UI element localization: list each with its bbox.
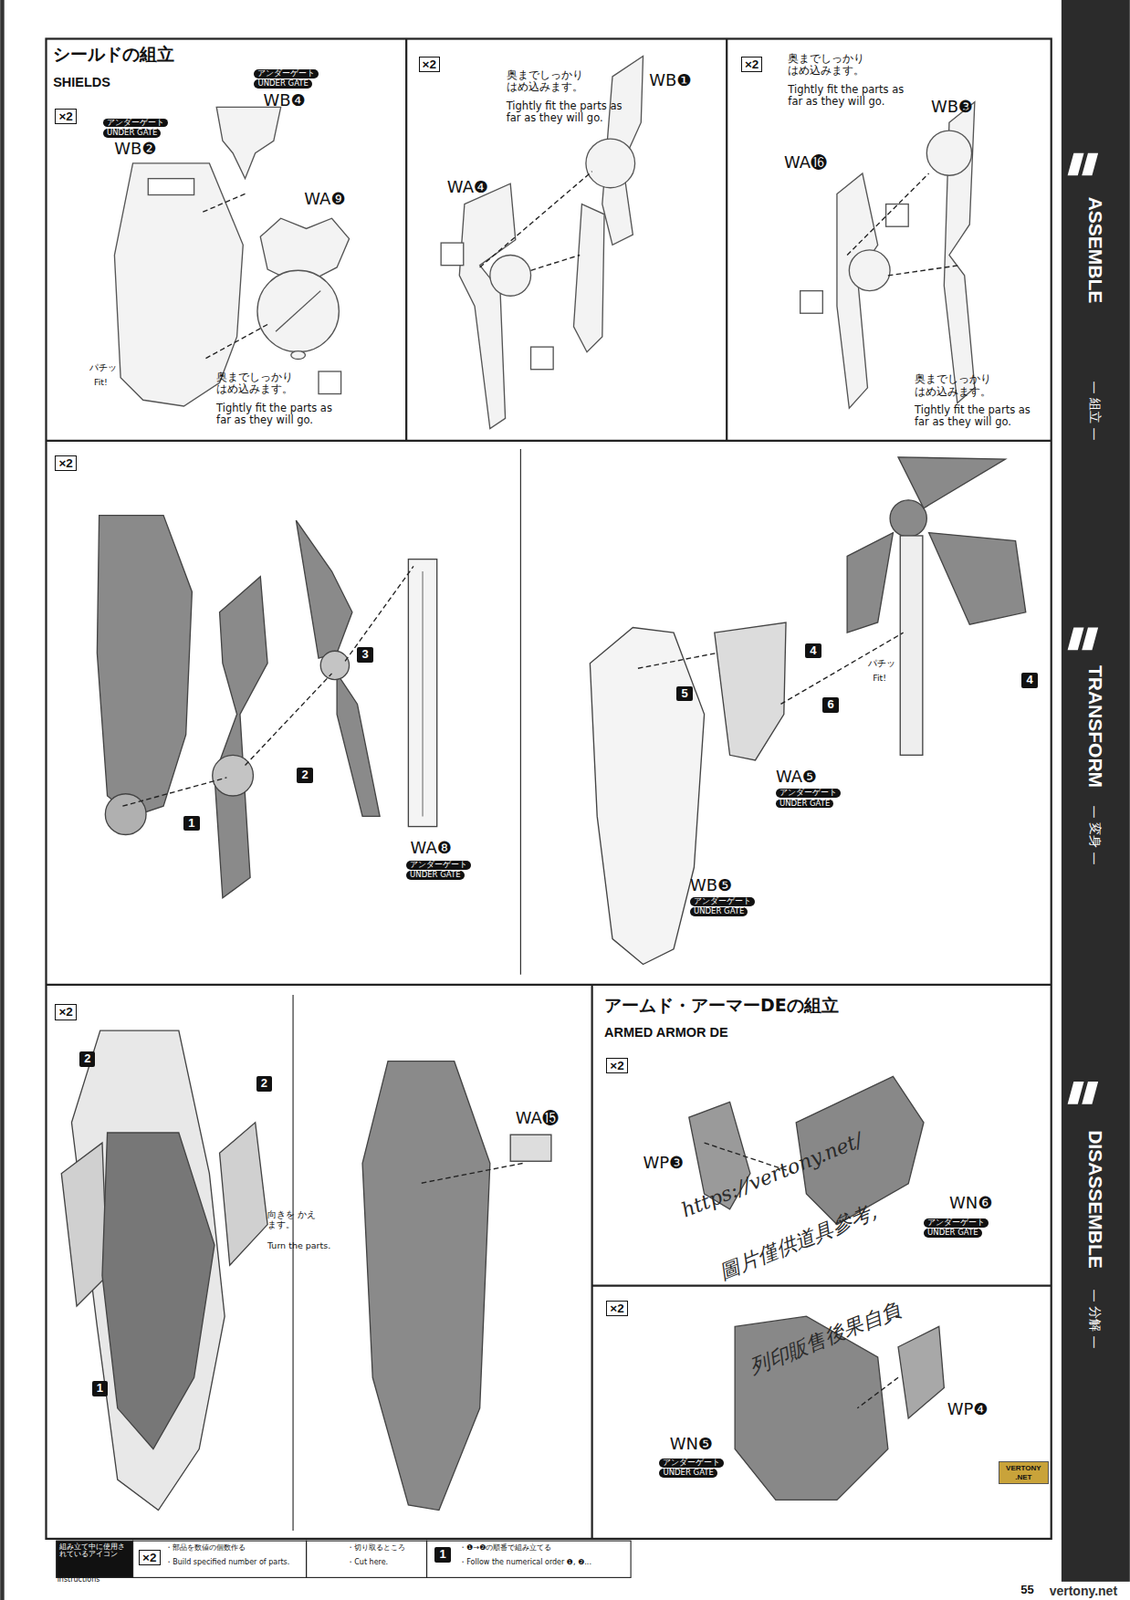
watermark: 列印販售後果自負: [746, 1297, 905, 1380]
side-tab: — 組立 —: [1088, 380, 1103, 440]
part-number: WA⓯: [515, 1109, 559, 1129]
part-number: WB❺: [690, 876, 733, 896]
part-number: WN❺: [669, 1434, 713, 1455]
part-number: WA❾: [303, 189, 346, 210]
gate-badge: アンダーゲート: [253, 69, 319, 79]
gate-badge: UNDER GATE: [253, 79, 312, 89]
step-number: 2: [296, 767, 313, 784]
part-number: WB❸: [931, 97, 974, 117]
quantity-icon: ×2: [54, 108, 76, 126]
section-heading: SHIELDS: [52, 74, 111, 91]
quantity-icon: ×2: [54, 455, 76, 472]
section-heading: ARMED ARMOR DE: [604, 1025, 729, 1041]
gate-badge: アンダーゲート: [690, 897, 755, 907]
gate-badge: UNDER GATE: [406, 870, 464, 880]
gate-badge: UNDER GATE: [659, 1468, 717, 1478]
watermark: 圖片僅供道具參考,: [716, 1199, 880, 1284]
side-tab: — 変身 —: [1088, 805, 1103, 865]
part-number: WA❹: [447, 177, 489, 198]
step-number: 1: [434, 1547, 450, 1563]
gate-badge: UNDER GATE: [775, 799, 834, 809]
site-badge: VERTONY .NET: [998, 1461, 1049, 1484]
quantity-icon: ×2: [606, 1300, 628, 1318]
gate-badge: アンダーゲート: [103, 118, 168, 128]
icon-legend: ・Follow the numerical order ❶, ❷...: [459, 1558, 628, 1567]
gate-badge: UNDER GATE: [923, 1228, 982, 1238]
gate-badge: アンダーゲート: [775, 788, 841, 798]
assembly-note: 奥までしっかり はめ込みます。: [914, 373, 999, 398]
icon-legend: ・Build specified number of parts.: [165, 1558, 304, 1567]
side-tab: — 分解 —: [1088, 1288, 1103, 1349]
turn-note: 向きを かえます。: [267, 1210, 323, 1231]
fit-note: パチッ: [868, 659, 896, 670]
side-tab: DISASSEMBLE: [1084, 1130, 1107, 1269]
part-number: WA⓰: [784, 153, 827, 173]
step-number: 4: [1021, 672, 1037, 689]
section-heading: シールドの組立: [52, 44, 175, 65]
gate-badge: アンダーゲート: [406, 860, 471, 870]
icon-legend: Symbols used in instructions: [57, 1567, 132, 1584]
quantity-icon: ×2: [54, 1004, 76, 1021]
fit-note: パチッ: [89, 363, 117, 374]
quantity-icon: ×2: [606, 1057, 628, 1075]
fit-note: Fit!: [872, 673, 887, 684]
part-number: WB❶: [648, 71, 691, 91]
step-number: 3: [356, 647, 373, 663]
icon-legend: ・❶→❷の順番で組み立てる: [459, 1543, 628, 1552]
step-number: 6: [822, 697, 838, 713]
step-number: 2: [256, 1076, 273, 1092]
part-number: WN❻: [949, 1193, 993, 1214]
step-number: 4: [805, 643, 821, 660]
side-tab: TRANSFORM: [1084, 665, 1107, 788]
side-tab: ASSEMBLE: [1084, 197, 1107, 304]
icon-legend: ・部品を数値の個数作る: [165, 1543, 304, 1552]
part-number: WA❺: [775, 767, 817, 787]
gate-badge: アンダーゲート: [659, 1458, 724, 1468]
part-number: WP❸: [643, 1153, 685, 1173]
part-number: WB❹: [263, 91, 306, 111]
quantity-icon: ×2: [418, 56, 440, 74]
icon-legend: 組み立て中に使用されているアイコン: [57, 1542, 133, 1560]
assembly-note: 奥までしっかり はめ込みます。: [787, 52, 872, 77]
icon-legend: ・切り取るところ: [346, 1543, 425, 1552]
part-number: WP❹: [947, 1400, 989, 1420]
assembly-note: 奥までしっかり はめ込みます。: [506, 69, 591, 94]
assembly-note: 奥までしっかり はめ込みます。: [216, 371, 301, 396]
gate-badge: UNDER GATE: [690, 907, 748, 917]
section-heading: アームド・アーマーDEの組立: [604, 995, 839, 1016]
assembly-note: Tightly fit the parts as far as they wil…: [914, 404, 1036, 429]
assembly-note: Tightly fit the parts as far as they wil…: [787, 83, 909, 108]
gate-badge: UNDER GATE: [103, 128, 161, 138]
step-number: 1: [183, 816, 199, 832]
watermark: https://vertony.net/: [678, 1128, 867, 1223]
fit-note: Turn the parts.: [267, 1241, 331, 1252]
step-number: 5: [676, 686, 692, 702]
step-number: 2: [79, 1051, 95, 1068]
part-number: WA❽: [410, 838, 452, 858]
assembly-note: Tightly fit the parts as far as they wil…: [506, 100, 628, 125]
fit-note: Fit!: [94, 377, 108, 388]
site-name: vertony.net: [1049, 1583, 1118, 1599]
page-number: 55: [1020, 1583, 1034, 1598]
quantity-icon: ×2: [138, 1549, 160, 1567]
quantity-icon: ×2: [741, 56, 763, 74]
icon-legend: ・Cut here.: [346, 1558, 425, 1567]
assembly-note: Tightly fit the parts as far as they wil…: [216, 402, 337, 427]
step-number: 1: [92, 1381, 108, 1397]
gate-badge: アンダーゲート: [923, 1218, 989, 1228]
part-number: WB❷: [114, 139, 157, 159]
